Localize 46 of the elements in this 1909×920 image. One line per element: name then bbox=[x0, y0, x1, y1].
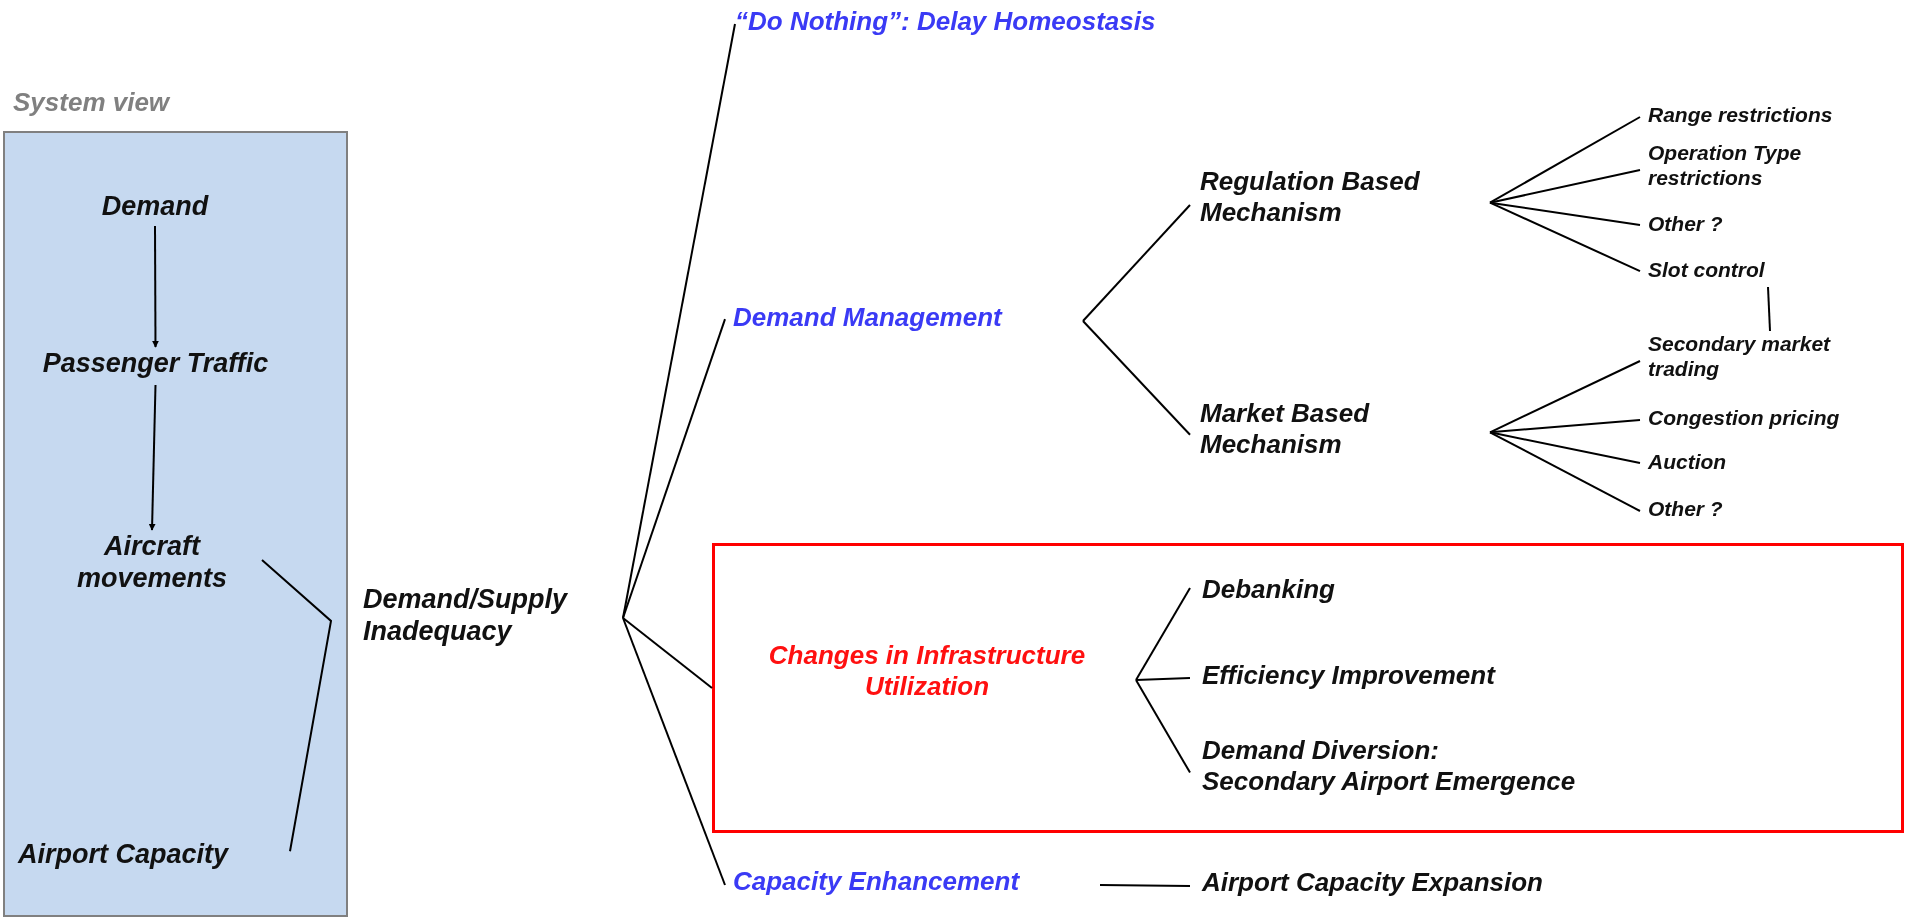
tree-label: Range restrictions bbox=[1640, 102, 1902, 132]
connector-line bbox=[1489, 116, 1641, 204]
tree-label: Changes in Infrastructure Utilization bbox=[718, 640, 1136, 720]
connector-line bbox=[622, 617, 713, 689]
tree-label: Demand Management bbox=[725, 302, 1083, 340]
tree-label: Efficiency Improvement bbox=[1190, 660, 1610, 696]
highlight-frame bbox=[712, 543, 1904, 833]
connector-line bbox=[1135, 679, 1191, 774]
tree-label: Airport Capacity Expansion bbox=[1190, 867, 1650, 905]
connector-line bbox=[1767, 286, 1771, 332]
connector-line bbox=[261, 558, 333, 853]
tree-label: Passenger Traffic bbox=[18, 347, 293, 385]
connector-line bbox=[1135, 586, 1191, 681]
tree-label: Other ? bbox=[1640, 496, 1902, 526]
tree-label: Aircraft movements bbox=[42, 530, 262, 598]
tree-label: Congestion pricing bbox=[1640, 405, 1902, 435]
tree-label: Slot control bbox=[1640, 257, 1800, 287]
tree-label: Other ? bbox=[1640, 211, 1902, 241]
tree-label: Capacity Enhancement bbox=[725, 866, 1100, 904]
arrow bbox=[148, 384, 157, 531]
connector-line bbox=[1489, 169, 1641, 204]
connector-line bbox=[1489, 201, 1641, 227]
connector-line bbox=[622, 318, 726, 619]
connector-line bbox=[1489, 201, 1641, 273]
tree-label: Demand bbox=[80, 190, 230, 226]
tree-label: Secondary market trading bbox=[1640, 331, 1890, 391]
tree-label: Demand/Supply Inadequacy bbox=[355, 583, 623, 659]
tree-label: Market Based Mechanism bbox=[1190, 398, 1490, 476]
connector-line bbox=[1489, 431, 1641, 512]
panel-heading: System view bbox=[13, 87, 170, 118]
tree-label: Regulation Based Mechanism bbox=[1190, 166, 1490, 244]
tree-label: Debanking bbox=[1190, 574, 1510, 608]
tree-label: “Do Nothing”: Delay Homeostasis bbox=[735, 6, 1295, 42]
connector-line bbox=[622, 617, 726, 886]
connector-line bbox=[622, 23, 736, 619]
arrow bbox=[151, 225, 159, 348]
tree-label: Demand Diversion: Secondary Airport Emergence bbox=[1190, 735, 1730, 815]
tree-label: Operation Type restrictions bbox=[1640, 140, 1902, 200]
tree-label: Airport Capacity bbox=[18, 838, 290, 876]
connector-line bbox=[1099, 884, 1191, 887]
connector-line bbox=[1082, 320, 1191, 436]
connector-line bbox=[1082, 204, 1191, 322]
connector-line bbox=[1489, 419, 1641, 434]
connector-line bbox=[1135, 677, 1191, 681]
connector-line bbox=[1489, 360, 1641, 434]
tree-label: Auction bbox=[1640, 449, 1902, 479]
